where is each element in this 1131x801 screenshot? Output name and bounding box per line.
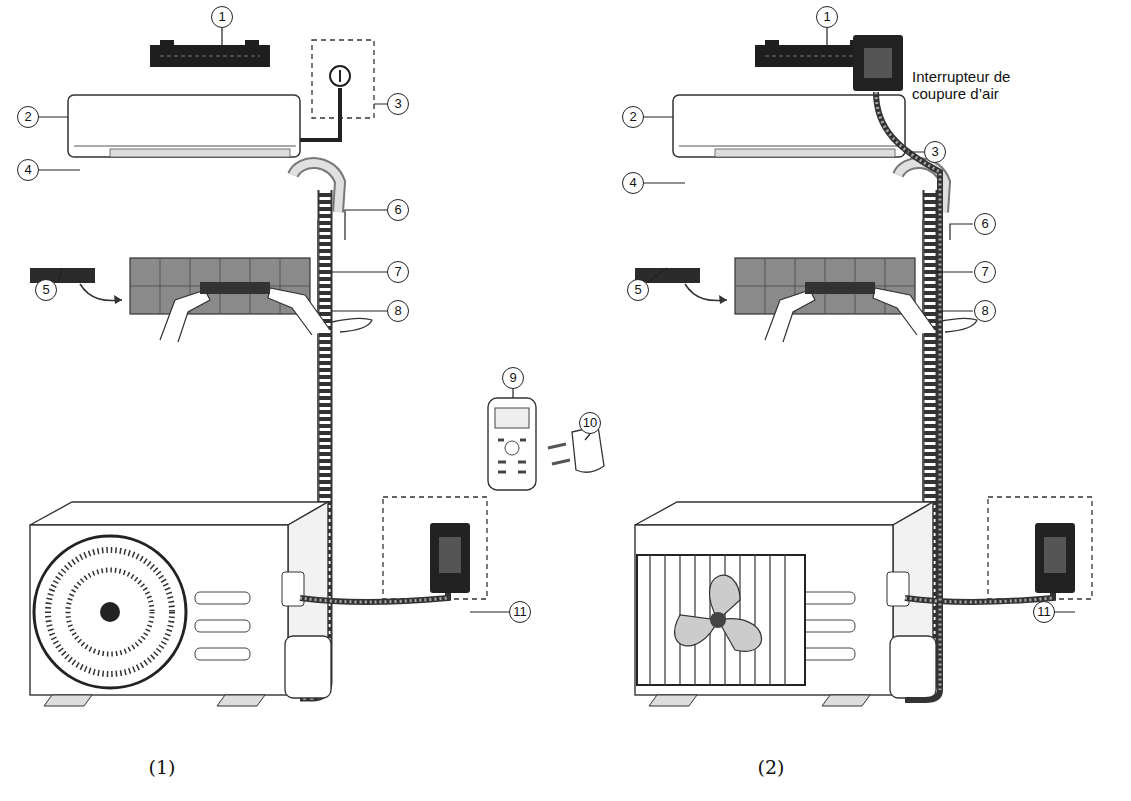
fan-grille <box>650 555 785 685</box>
indoor-unit-1 <box>68 40 300 157</box>
callout-number: 1 <box>211 6 233 28</box>
callout-number: 5 <box>35 279 57 301</box>
callout-number: 1 <box>816 6 838 28</box>
switch-2 <box>905 497 1092 602</box>
callout-number: 11 <box>1033 601 1055 623</box>
callout-number: 3 <box>924 141 946 163</box>
power-cord <box>300 88 340 140</box>
callout-number: 11 <box>509 601 531 623</box>
air-switch-face <box>864 48 892 78</box>
fan-guard <box>34 536 186 688</box>
callout-number: 4 <box>17 159 39 181</box>
callout-number: 3 <box>387 93 409 115</box>
callout-number: 2 <box>17 106 39 128</box>
callout-number: 4 <box>622 172 644 194</box>
filter-2 <box>635 258 935 342</box>
callout-number: 10 <box>579 412 601 434</box>
callout-number: 8 <box>974 300 996 322</box>
filter-1 <box>30 258 330 342</box>
dashed-frame <box>312 40 374 118</box>
figure-caption: (2) <box>758 757 785 779</box>
callout-number: 7 <box>387 261 409 283</box>
fan-hub <box>710 612 726 628</box>
plug <box>330 66 350 86</box>
leader-lines <box>38 28 590 612</box>
callout-number: 6 <box>974 213 996 235</box>
remote-buttons <box>498 440 526 472</box>
callout-number: 7 <box>974 261 996 283</box>
callout-number: 6 <box>387 199 409 221</box>
fan-grille-box <box>637 555 805 685</box>
remote-button <box>505 441 519 455</box>
remote <box>488 398 536 490</box>
outdoor-unit-1 <box>30 502 331 706</box>
part-label: Interrupteur de coupure d’air <box>912 68 1062 103</box>
callout-number: 5 <box>627 279 649 301</box>
remote-screen <box>495 408 529 428</box>
figure-caption: (1) <box>149 757 176 779</box>
callout-number: 9 <box>502 367 524 389</box>
outdoor-unit-2 <box>635 502 936 706</box>
power-cable <box>876 92 940 700</box>
air-switch <box>853 35 903 91</box>
callout-number: 8 <box>387 300 409 322</box>
screw <box>548 444 570 464</box>
callout-number: 2 <box>622 106 644 128</box>
power-cable-coil <box>876 92 940 690</box>
leader-lines <box>643 28 1075 612</box>
fan-grille <box>48 550 172 674</box>
fan-hub <box>100 602 120 622</box>
switch-1 <box>300 497 487 602</box>
fan-blade <box>675 575 762 651</box>
plug-pin <box>339 70 341 82</box>
fan-grille <box>68 570 152 654</box>
indoor-unit-2 <box>673 40 905 157</box>
